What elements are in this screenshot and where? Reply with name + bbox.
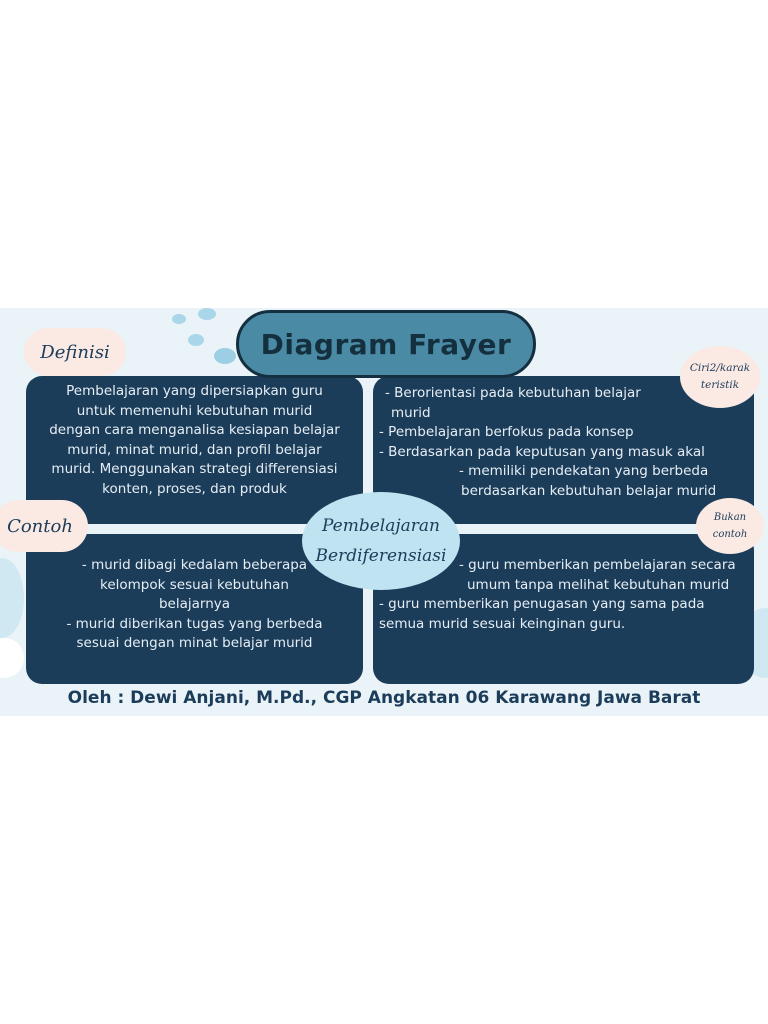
examples-label-text: Contoh xyxy=(7,515,73,537)
decorative-bubble xyxy=(188,334,204,346)
diagram-title: Diagram Frayer xyxy=(260,327,512,361)
decorative-bubble xyxy=(0,558,24,638)
title-banner: Diagram Frayer xyxy=(236,310,536,378)
example-item: kelompok sesuai kebutuhan xyxy=(100,576,289,593)
characteristic-item: berdasarkan kebutuhan belajar murid xyxy=(461,482,717,499)
characteristics-panel: - Berorientasi pada kebutuhan belajar mu… xyxy=(373,376,754,524)
non-example-item: semua murid sesuai keinginan guru. xyxy=(379,615,626,632)
definition-line: konten, proses, dan produk xyxy=(102,480,287,497)
definition-panel: Pembelajaran yang dipersiapkan guru untu… xyxy=(26,376,363,524)
characteristics-label: Ciri2/karak teristik xyxy=(680,346,760,408)
characteristic-item: - Berdasarkan pada keputusan yang masuk … xyxy=(379,443,705,460)
example-item: sesuai dengan minat belajar murid xyxy=(76,635,313,651)
decorative-bubble xyxy=(172,314,186,324)
frayer-diagram-poster: Pembelajaran yang dipersiapkan guru untu… xyxy=(0,308,768,716)
decorative-bubble xyxy=(214,348,236,364)
examples-label: Contoh xyxy=(0,500,88,552)
characteristic-item: - Pembelajaran berfokus pada konsep xyxy=(379,424,634,440)
example-item: - murid diberikan tugas yang berbeda xyxy=(66,615,323,632)
definition-line: murid. Menggunakan strategi differensias… xyxy=(51,461,338,477)
example-item: - murid dibagi kedalam beberapa xyxy=(81,557,308,573)
decorative-bubble xyxy=(0,638,24,678)
central-concept: Pembelajaran Berdiferensiasi xyxy=(302,492,460,590)
author-credit: Oleh : Dewi Anjani, M.Pd., CGP Angkatan … xyxy=(67,688,701,708)
non-examples-label-text: Bukan xyxy=(713,512,747,523)
characteristic-item: murid xyxy=(391,404,431,421)
central-concept-line: Pembelajaran xyxy=(322,516,440,536)
characteristics-label-text: Ciri2/karak xyxy=(689,362,751,374)
non-example-item: umum tanpa melihat kebutuhan murid xyxy=(467,576,730,593)
definition-label-text: Definisi xyxy=(40,341,110,363)
central-concept-line: Berdiferensiasi xyxy=(315,546,447,566)
definition-line: murid, minat murid, dan profil belajar xyxy=(67,441,322,458)
non-examples-label-text: contoh xyxy=(712,529,748,540)
characteristic-item: - Berorientasi pada kebutuhan belajar xyxy=(385,385,641,401)
non-example-item: - guru memberikan penugasan yang sama pa… xyxy=(379,596,705,612)
definition-label: Definisi xyxy=(24,328,126,376)
definition-line: dengan cara menganalisa kesiapan belajar xyxy=(49,422,340,438)
decorative-bubble xyxy=(198,308,216,320)
definition-line: untuk memenuhi kebutuhan murid xyxy=(76,402,313,419)
non-example-item: - guru memberikan pembelajaran secara xyxy=(459,557,736,573)
characteristics-label-text: teristik xyxy=(700,379,740,391)
definition-line: Pembelajaran yang dipersiapkan guru xyxy=(66,383,323,399)
non-examples-label: Bukan contoh xyxy=(696,498,764,554)
example-item: belajarnya xyxy=(158,596,231,612)
characteristic-item: - memiliki pendekatan yang berbeda xyxy=(459,463,709,479)
